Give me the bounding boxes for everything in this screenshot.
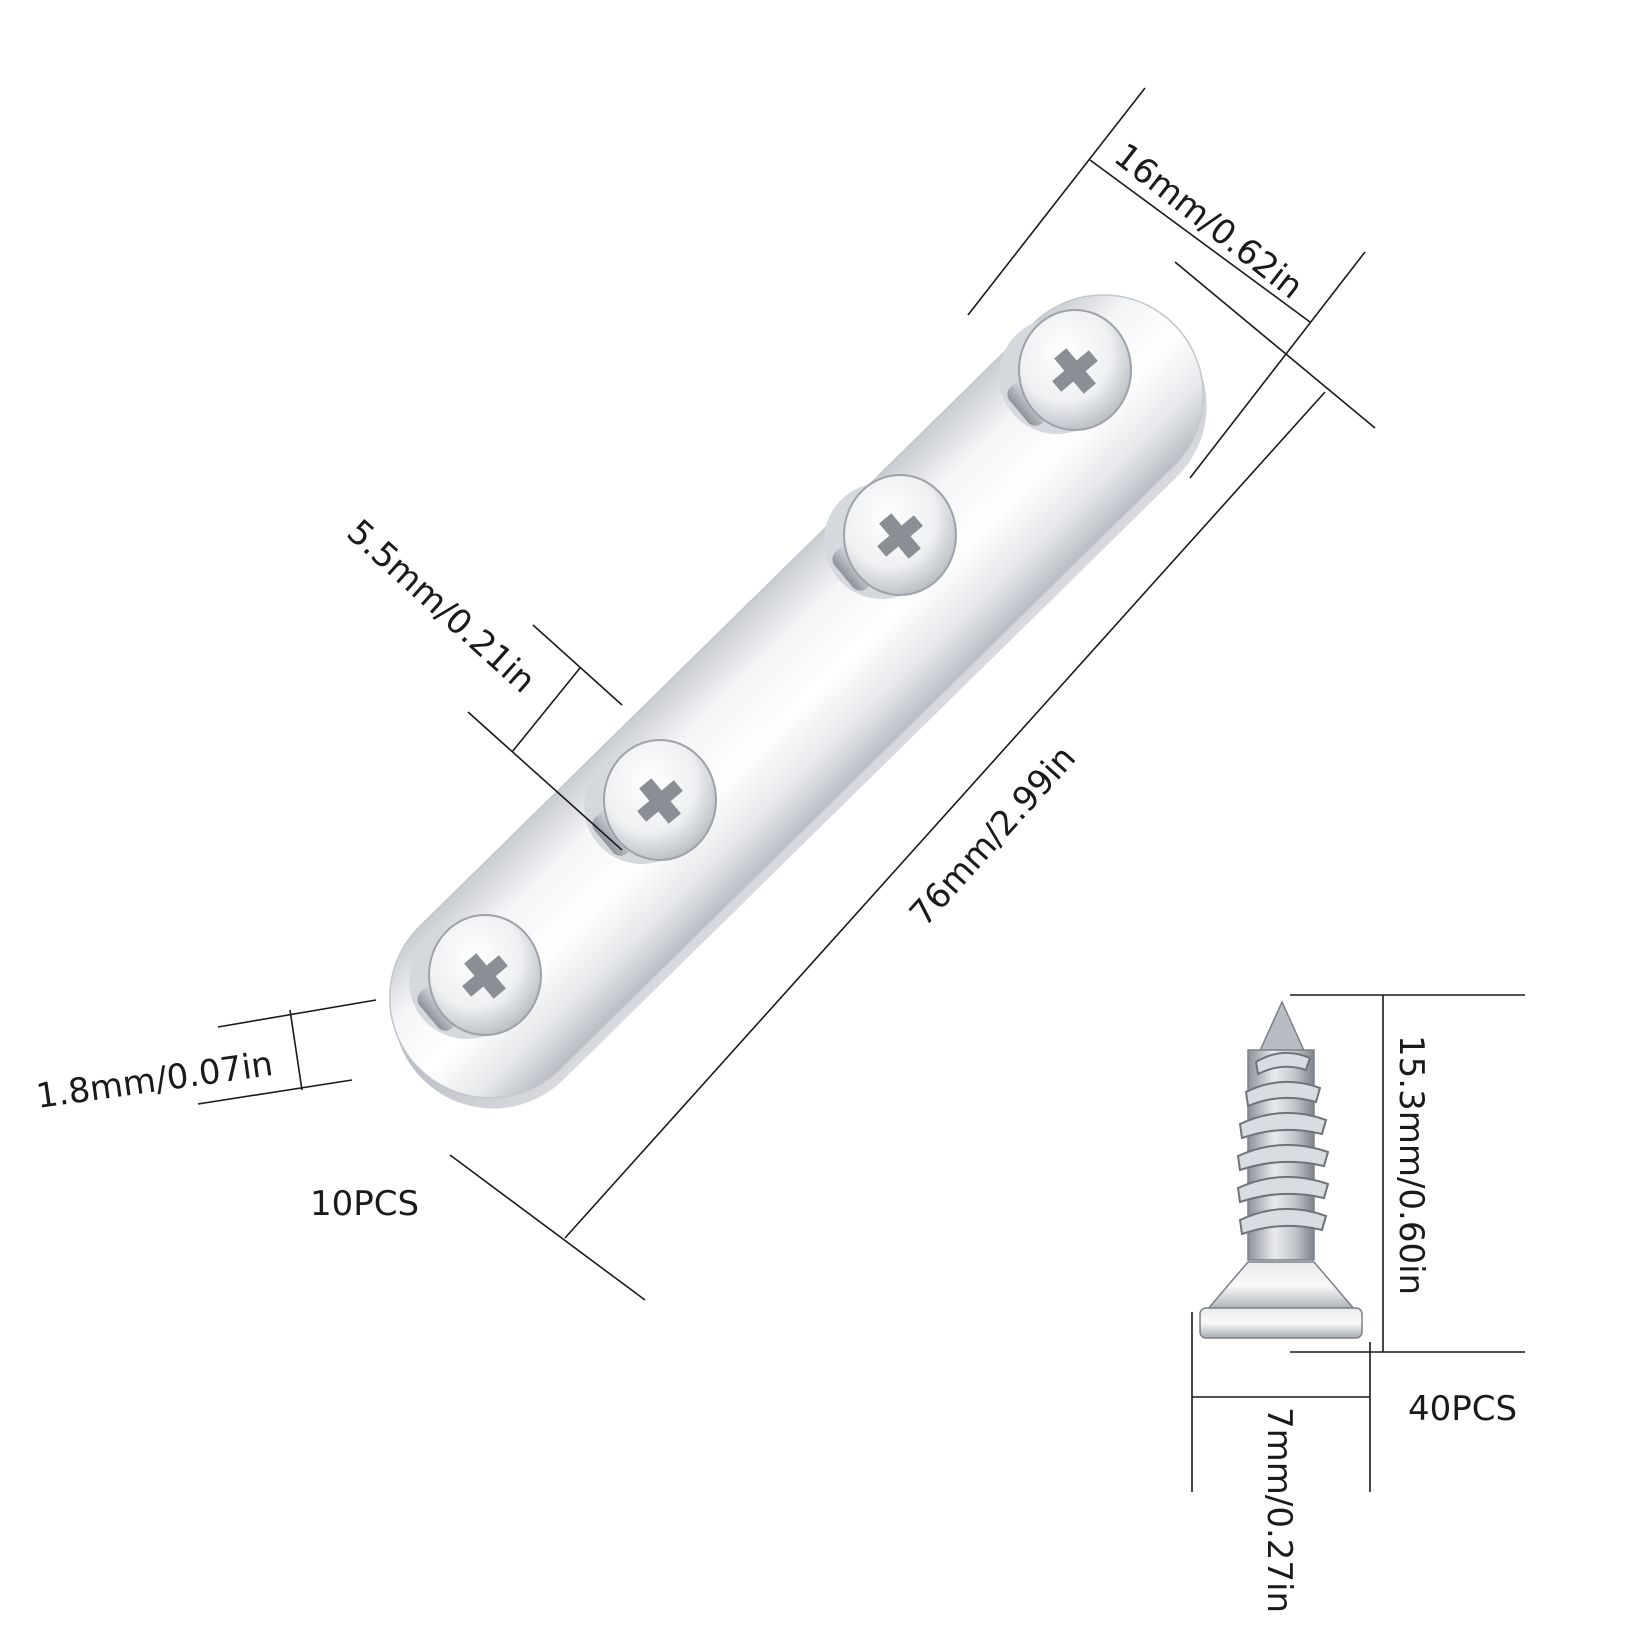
mending-plate xyxy=(389,294,1207,1109)
wood-screw xyxy=(1199,1000,1363,1339)
plate-screw-3 xyxy=(584,739,717,864)
screw-quantity-label: 40PCS xyxy=(1408,1389,1517,1429)
plate-hole-label: 5.5mm/0.21in xyxy=(339,512,543,701)
screw-threads xyxy=(1236,1051,1330,1236)
screw-head-dimension xyxy=(1191,1312,1371,1492)
plate-screw-4 xyxy=(409,914,542,1039)
plate-length-dimension xyxy=(449,261,1376,1301)
screw-length-label: 15.3mm/0.60in xyxy=(1391,1035,1431,1295)
plate-thickness-dimension xyxy=(197,999,377,1105)
plate-screw-2 xyxy=(824,474,957,599)
plate-thickness-label: 1.8mm/0.07in xyxy=(34,1044,276,1117)
plate-body xyxy=(389,294,1204,1099)
plate-width-label: 16mm/0.62in xyxy=(1106,136,1310,308)
plate-length-label: 76mm/2.99in xyxy=(902,738,1084,934)
screw-head-label: 7mm/0.27in xyxy=(1259,1407,1299,1613)
screw-length-dimension xyxy=(1290,994,1525,1353)
plate-screw-1 xyxy=(999,309,1132,434)
plate-hole-dimension xyxy=(467,624,623,851)
plate-width-dimension xyxy=(967,87,1366,479)
plate-quantity-label: 10PCS xyxy=(310,1184,419,1224)
